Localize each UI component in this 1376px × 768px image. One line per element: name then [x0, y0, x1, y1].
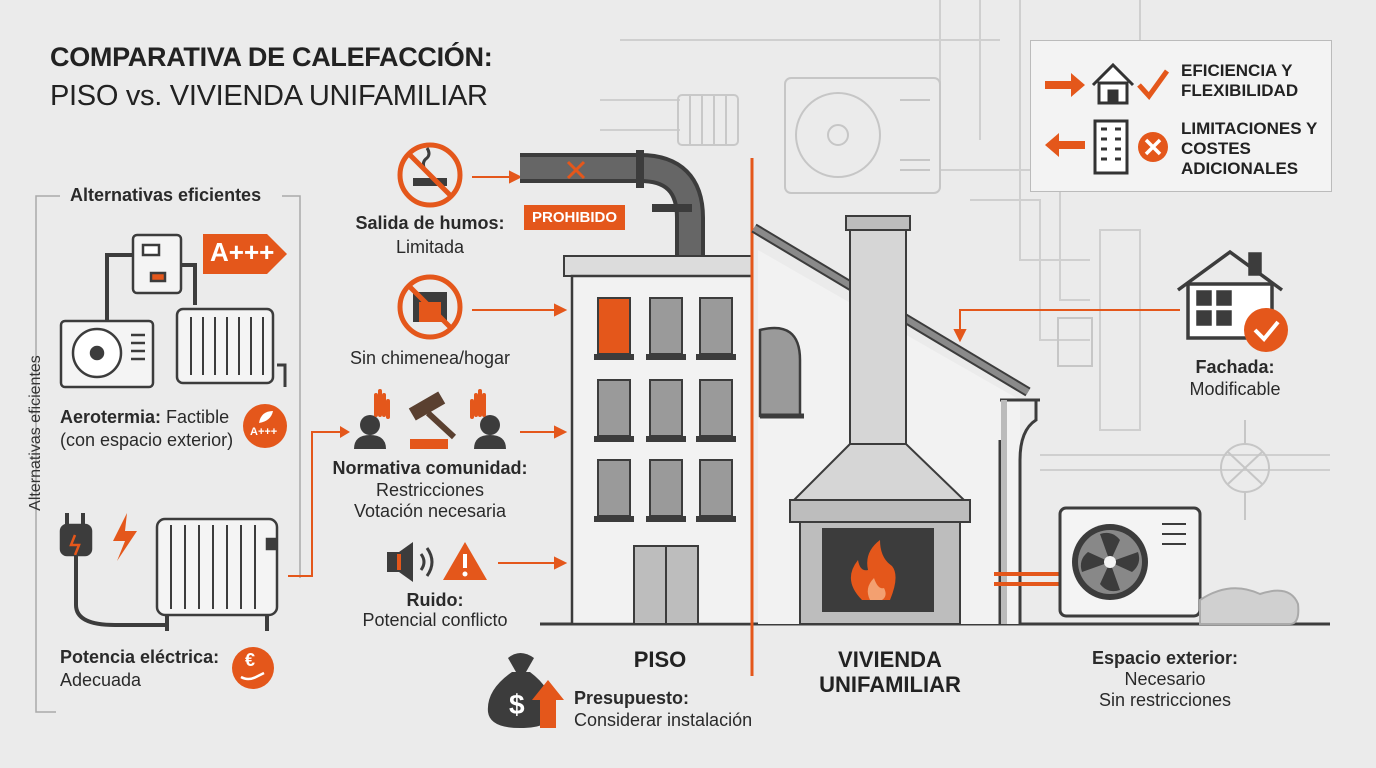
leaf-icon	[259, 411, 273, 423]
chimenea-value: Sin chimenea/hogar	[349, 348, 511, 368]
leaf-badge-icon: A+++	[243, 404, 287, 448]
svg-text:$: $	[509, 689, 525, 720]
salida-value: Limitada	[395, 237, 465, 257]
euro-hand-icon: €	[232, 647, 274, 689]
money-bag-icon: $	[487, 653, 564, 728]
house-icon	[1091, 62, 1135, 105]
vivienda-label-line1: VIVIENDA	[838, 647, 942, 672]
apartment-building	[563, 255, 754, 626]
leaf-badge-text: A+++	[250, 426, 278, 438]
blocked-flue-pipe	[520, 150, 705, 258]
aerotermia-illustration	[59, 233, 287, 389]
no-fireplace-icon	[397, 274, 463, 340]
legend-box: EFICIENCIA Y FLEXIBILIDAD LIMITACIONES Y…	[1030, 40, 1332, 192]
ruido-value: Potencial conflicto	[362, 610, 508, 630]
energy-label-badge: A+++	[203, 232, 289, 281]
fachada-check-icon	[1244, 308, 1288, 352]
espacio-value2: Sin restricciones	[1098, 690, 1232, 710]
prohibido-badge: PROHIBIDO	[524, 205, 626, 230]
electric-radiator-illustration	[59, 513, 279, 631]
potencia-label: Potencia eléctrica:	[60, 647, 220, 667]
house-building	[751, 215, 1300, 625]
check-icon	[1137, 69, 1170, 100]
aerotermia-value: Factible	[166, 407, 230, 427]
normativa-label: Normativa comunidad:	[332, 458, 528, 478]
left-connector	[288, 426, 350, 577]
aerotermia-note: (con espacio exterior)	[60, 430, 234, 450]
page-subtitle: PISO vs. VIVIENDA UNIFAMILIAR	[50, 80, 488, 112]
fachada-value: Modificable	[1189, 379, 1281, 399]
building-icon	[1093, 119, 1129, 175]
vivienda-label-line2: UNIFAMILIAR	[819, 672, 961, 697]
potencia-value: Adecuada	[60, 670, 142, 690]
energy-tag-icon	[203, 234, 287, 274]
left-panel-bracket	[35, 195, 301, 713]
presupuesto-value: Considerar instalación	[574, 710, 753, 730]
arrow-left-icon	[1045, 133, 1085, 157]
salida-label: Salida de humos:	[355, 213, 505, 233]
presupuesto-label: Presupuesto:	[574, 688, 690, 708]
aerotermia-title: Aerotermia:	[60, 407, 162, 427]
piso-label: PISO	[633, 647, 687, 672]
espacio-value: Necesario	[1124, 669, 1206, 689]
aerotermia-label: Aerotermia: Factible	[60, 406, 229, 428]
page-title: COMPARATIVA DE CALEFACCIÓN:	[50, 42, 493, 72]
noise-warning-icon	[387, 542, 487, 582]
legend-positive-text: EFICIENCIA Y FLEXIBILIDAD	[1181, 61, 1299, 100]
ruido-label: Ruido:	[406, 590, 464, 610]
legend-icons	[1045, 62, 1170, 175]
no-smoke-icon	[397, 142, 463, 208]
legend-negative-text: LIMITACIONES Y COSTES ADICIONALES	[1181, 119, 1318, 178]
left-panel-heading: Alternativas eficientes	[70, 185, 262, 205]
fachada-label: Fachada:	[1195, 357, 1275, 377]
normativa-value: Restricciones	[375, 480, 485, 500]
normativa-value2: Votación necesaria	[353, 501, 507, 521]
espacio-label: Espacio exterior:	[1091, 648, 1239, 668]
energy-label-text: A+++	[210, 237, 275, 267]
community-vote-icon	[354, 389, 506, 449]
arrow-right-icon	[1045, 73, 1085, 97]
